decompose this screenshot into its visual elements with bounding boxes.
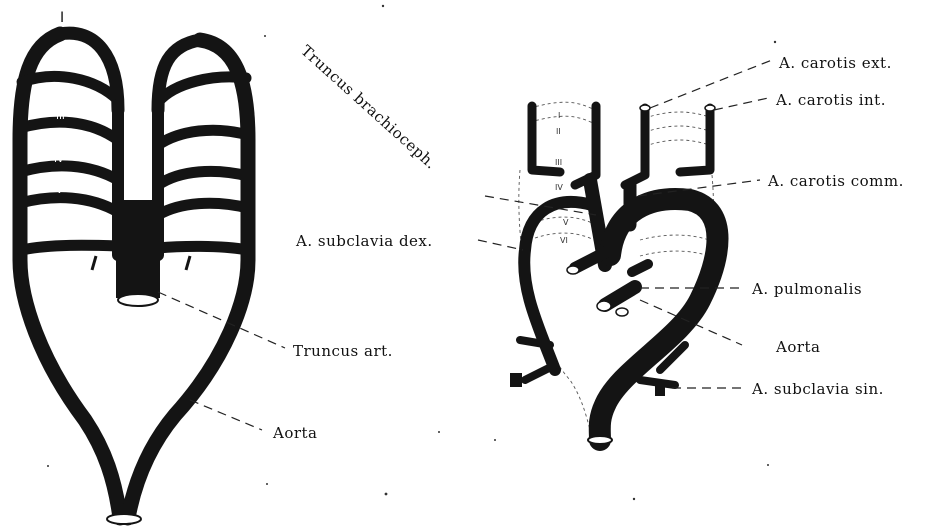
left-dorsal-aorta-right — [20, 34, 120, 518]
leader-subclavia-dex — [478, 240, 523, 250]
leader-carotis-ext — [650, 60, 772, 108]
left-numeral-2: II — [58, 56, 64, 67]
pulmonary-trunk-opening — [597, 301, 611, 311]
right-numeral-3: III — [555, 158, 562, 167]
left-arch-5-left — [158, 203, 248, 215]
truncus-arteriosus-opening — [118, 294, 158, 306]
leader-left-aorta — [190, 400, 262, 430]
subclavia-dextra-stub — [510, 373, 522, 387]
right-numeral-6: VI — [560, 236, 568, 245]
label-pulmonalis: A. pulmonalis — [751, 280, 862, 298]
aorta-descending-opening — [588, 436, 612, 444]
right-numeral-4: IV — [555, 183, 563, 192]
pulmonary-branch-right-opening — [567, 266, 579, 274]
right-carotis-int-left — [680, 108, 710, 172]
label-subclavia-sin: A. subclavia sin. — [751, 380, 884, 398]
left-arch-4-right — [20, 166, 118, 180]
regressed-arch-5-left — [640, 235, 718, 244]
left-numeral-5: V — [56, 185, 63, 196]
label-truncus-brachioceph: Truncus brachioceph. — [297, 42, 440, 173]
regressed-arch-1-right — [530, 102, 595, 110]
left-numeral-4: IV — [54, 154, 64, 165]
left-arch-3-right — [20, 122, 118, 140]
label-carotis-comm: A. carotis comm. — [767, 172, 904, 190]
left-arch-5-right — [20, 198, 118, 212]
left-numeral-3: III — [56, 111, 65, 122]
left-arch-6-left — [158, 246, 248, 250]
left-numeral-1: I — [60, 10, 64, 26]
truncus-arteriosus-trunk — [116, 200, 160, 298]
regressed-arch-2-left — [645, 126, 712, 132]
carotis-int-opening — [705, 105, 715, 111]
left-arch-6-right — [22, 245, 118, 250]
right-numeral-5: V — [563, 218, 569, 227]
left-numeral-6: VI — [54, 229, 64, 240]
right-numeral-1: I — [558, 111, 560, 120]
label-carotis-ext: A. carotis ext. — [778, 54, 892, 72]
regressed-arch-1-left — [645, 112, 712, 118]
pulmonary-trunk-opening-2 — [616, 308, 628, 316]
carotis-ext-opening — [640, 105, 650, 111]
left-stub-right — [92, 256, 96, 270]
left-arch-3-left — [158, 130, 248, 145]
pulmonary-branch-left — [632, 264, 648, 272]
left-arch-2-right — [22, 76, 118, 100]
subclavia-sinistra-stub — [655, 382, 665, 396]
regressed-arch-2-right — [530, 116, 595, 124]
right-carotis-ext-left — [625, 108, 645, 185]
right-diagram-arch-derivatives: I II III IV V VI Truncus brachioceph. A.… — [295, 42, 904, 444]
label-subclavia-dex: A. subclavia dex. — [295, 232, 433, 250]
label-aorta-right: Aorta — [775, 338, 821, 356]
label-truncus-art: Truncus art. — [293, 342, 393, 360]
leader-carotis-int — [714, 98, 768, 110]
aortic-arch — [600, 199, 718, 440]
aorta-lower-opening — [107, 514, 141, 524]
left-arch-2-left — [158, 77, 246, 102]
right-numeral-2: II — [556, 127, 561, 136]
left-stub-left — [186, 256, 190, 270]
label-left-aorta: Aorta — [272, 424, 318, 442]
label-carotis-int: A. carotis int. — [775, 91, 886, 109]
regressed-arch-3-left — [645, 140, 712, 146]
left-arch-4-left — [158, 171, 248, 185]
